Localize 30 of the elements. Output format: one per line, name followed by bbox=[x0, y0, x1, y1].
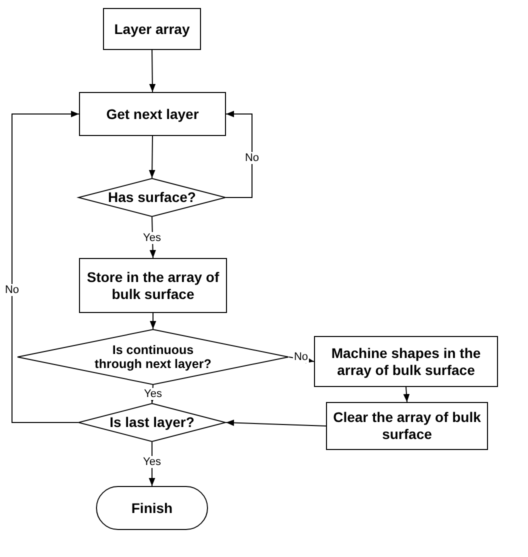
process-box bbox=[103, 8, 201, 50]
arrow bbox=[403, 386, 410, 402]
edge-label: No bbox=[292, 351, 310, 363]
node-text: Get next layer bbox=[106, 106, 199, 122]
arrow bbox=[150, 216, 156, 258]
node-text: Finish bbox=[131, 500, 173, 516]
edge-label: Yes bbox=[142, 456, 162, 468]
edge-label: Yes bbox=[142, 232, 162, 244]
arrow bbox=[12, 110, 80, 423]
arrow bbox=[226, 110, 252, 198]
process-box bbox=[79, 92, 226, 136]
edge-label: No bbox=[4, 284, 20, 296]
process-box bbox=[79, 258, 227, 313]
edge-label: Yes bbox=[143, 388, 163, 400]
edge-label: No bbox=[244, 152, 260, 164]
arrow bbox=[226, 420, 326, 426]
node-text: Store in the array of bulk surface bbox=[86, 268, 220, 302]
arrow bbox=[148, 442, 156, 486]
node-text: Is last layer? bbox=[110, 414, 194, 431]
node-text: Clear the array of bulk surface bbox=[332, 409, 482, 443]
terminal-shape bbox=[96, 486, 208, 530]
process-box bbox=[326, 402, 488, 450]
node-text: Has surface? bbox=[108, 189, 196, 206]
arrow bbox=[149, 50, 156, 92]
arrow bbox=[148, 136, 156, 178]
node-text: Layer array bbox=[114, 20, 190, 38]
process-box bbox=[314, 336, 498, 387]
node-text: Machine shapes in the array of bulk surface bbox=[330, 344, 482, 378]
arrow bbox=[150, 312, 156, 330]
node-text: Is continuous through next layer? bbox=[94, 343, 212, 371]
